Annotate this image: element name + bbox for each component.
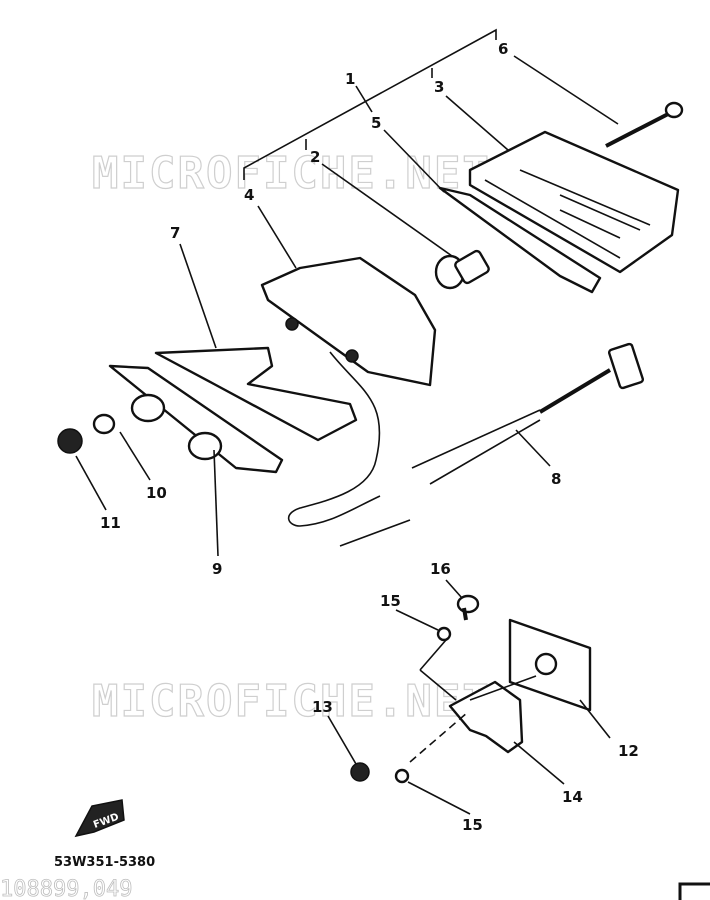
gasket-part-5 <box>438 186 602 294</box>
watermark-bottom: MICROFICHE.NET <box>92 676 491 727</box>
license-light-part-12 <box>508 618 592 712</box>
housing-part-4 <box>260 256 437 387</box>
grommets <box>92 393 223 461</box>
callout-2: 2 <box>310 148 320 166</box>
assembly-bracket <box>243 28 497 180</box>
callout-9: 9 <box>212 560 222 578</box>
callout-8: 8 <box>551 470 561 488</box>
washer-part-15-lower <box>394 768 410 784</box>
forward-arrow-icon: FWD <box>74 799 125 838</box>
lens-part-3 <box>468 130 680 274</box>
callout-16: 16 <box>430 560 451 578</box>
callout-4: 4 <box>244 186 254 204</box>
bracket-part-14 <box>448 680 524 754</box>
corner-mark <box>678 882 710 900</box>
nut-part-13 <box>350 762 370 782</box>
diagram-code: 53W351-5380 <box>54 855 155 870</box>
washer-part-15-upper <box>436 626 452 642</box>
callout-14: 14 <box>562 788 583 806</box>
watermark-top: MICROFICHE.NET <box>92 148 491 199</box>
callout-labels: 1 2 3 4 5 6 7 8 9 10 11 12 13 14 15 15 1… <box>100 40 639 834</box>
scan-code: 108899,049 <box>0 877 132 900</box>
callout-12: 12 <box>618 742 639 760</box>
bracket-part-7 <box>154 346 358 442</box>
screw-part-6 <box>605 101 684 148</box>
wire-harness <box>287 351 381 527</box>
callout-11: 11 <box>100 514 121 532</box>
callout-3: 3 <box>434 78 444 96</box>
bolt-part-16 <box>456 594 480 621</box>
callout-6: 6 <box>498 40 508 58</box>
callout-5: 5 <box>371 114 381 132</box>
callout-1: 1 <box>345 70 355 88</box>
callout-10: 10 <box>146 484 167 502</box>
callout-7: 7 <box>170 224 180 242</box>
callout-13: 13 <box>312 698 333 716</box>
bulb-part-2 <box>434 249 490 290</box>
callout-15-lower: 15 <box>462 816 483 834</box>
leader-lines <box>75 55 619 815</box>
nut-part-11 <box>57 428 83 454</box>
harness-part-8 <box>339 342 645 547</box>
callout-15-upper: 15 <box>380 592 401 610</box>
